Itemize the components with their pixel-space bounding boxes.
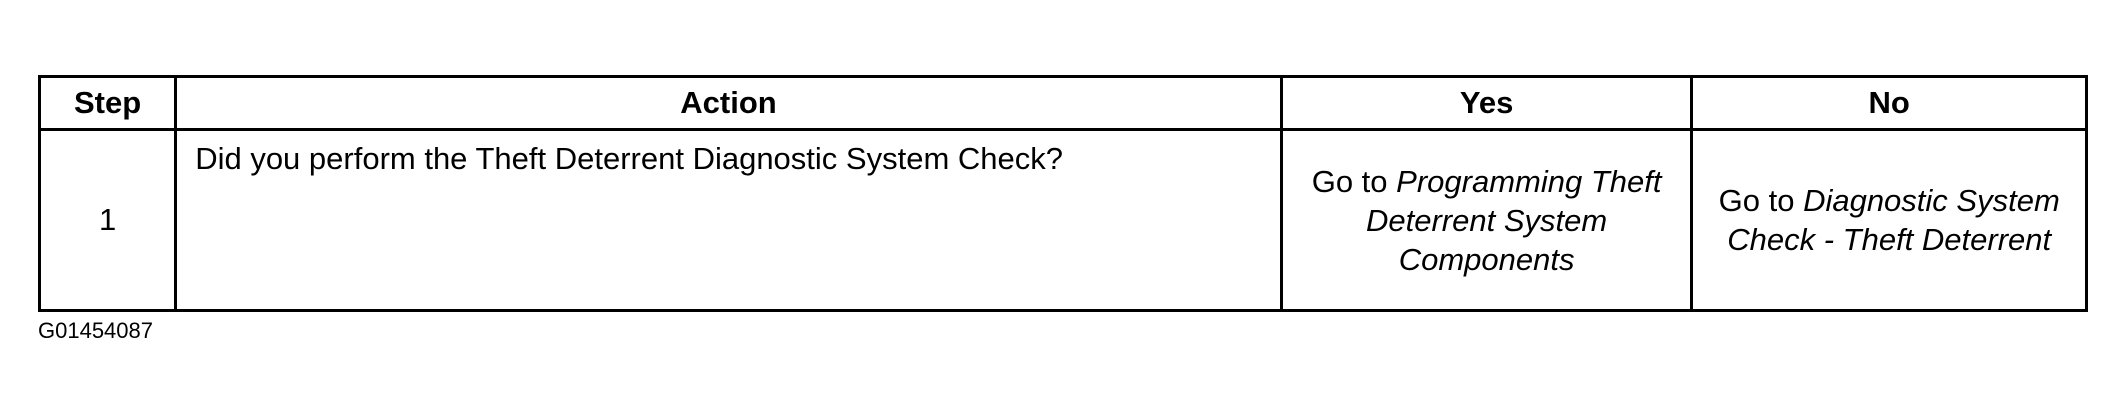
no-link[interactable]: Diagnostic System Check - Theft Deterren… <box>1727 183 2060 257</box>
table-header-row: Step Action Yes No <box>37 75 2088 131</box>
table-row: 1 Did you perform the Theft Deterrent Di… <box>37 128 2088 312</box>
header-no: No <box>1690 75 2088 131</box>
figure-id: G01454087 <box>38 318 153 343</box>
diagnostic-table: Step Action Yes No 1 Did you perform the… <box>37 75 2088 312</box>
header-action: Action <box>174 75 1283 131</box>
step-number: 1 <box>37 128 178 312</box>
yes-cell: Go to Programming Theft Deterrent System… <box>1279 128 1694 312</box>
header-yes: Yes <box>1279 75 1694 131</box>
yes-link[interactable]: Programming Theft Deterrent System Compo… <box>1365 163 1662 277</box>
header-step: Step <box>37 75 178 131</box>
no-prefix: Go to <box>1718 183 1795 218</box>
action-text: Did you perform the Theft Deterrent Diag… <box>174 128 1283 312</box>
no-cell: Go to Diagnostic System Check - Theft De… <box>1690 128 2088 312</box>
yes-prefix: Go to <box>1311 163 1388 199</box>
